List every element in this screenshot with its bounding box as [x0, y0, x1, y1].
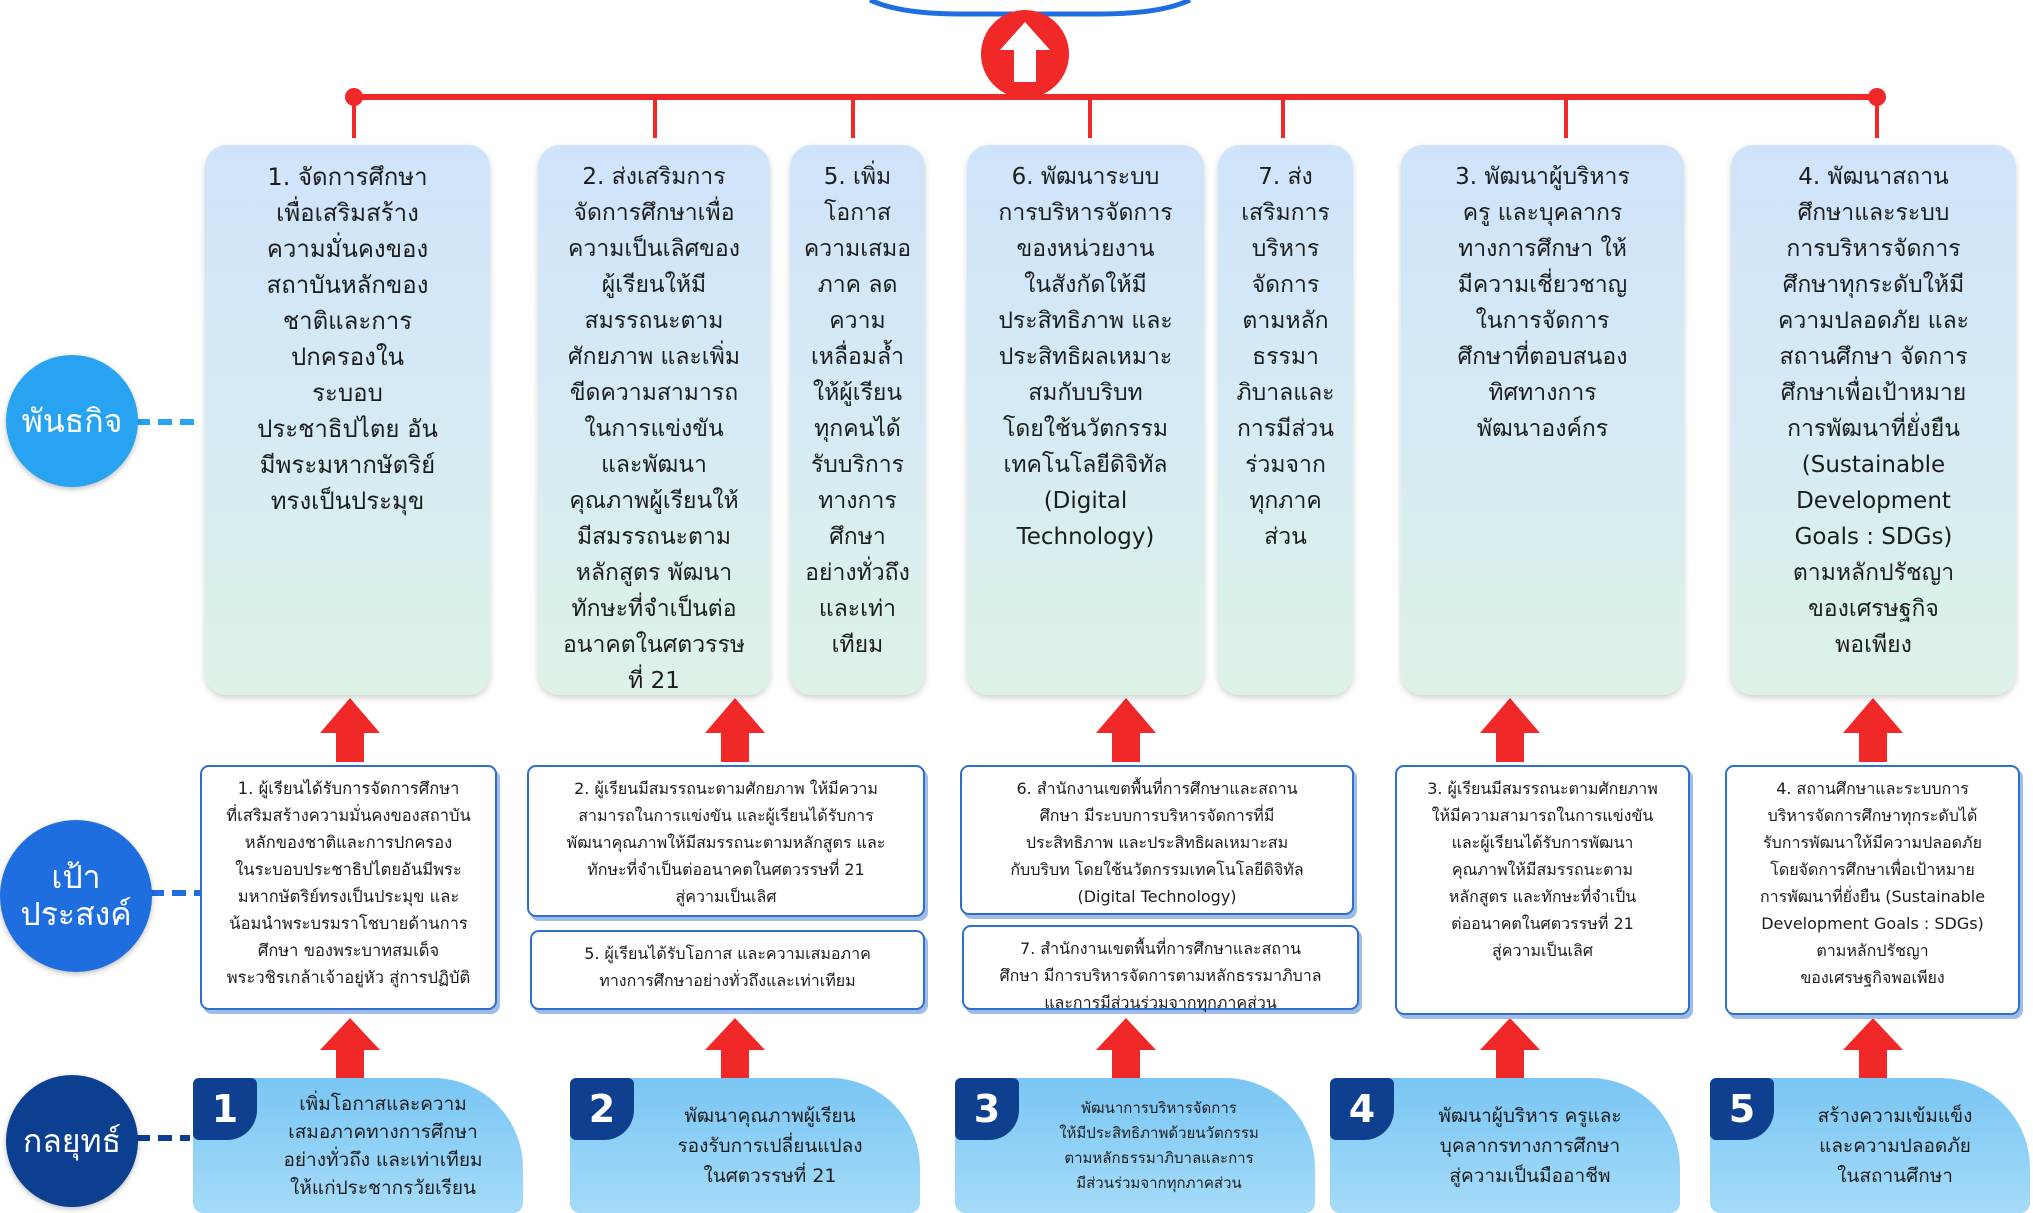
strategy-card: 2 พัฒนาคุณภาพผู้เรียน รองรับการเปลี่ยนแป…	[570, 1078, 920, 1213]
goal-label: เป้า ประสงค์	[20, 858, 132, 933]
strategy-card: 1 เพิ่มโอกาสและความ เสมอภาคทางการศึกษา อ…	[193, 1078, 523, 1213]
strategy-card: 5 สร้างความเข้มแข็ง และความปลอดภัย ในสถา…	[1710, 1078, 2030, 1213]
strategy-number: 5	[1710, 1078, 1774, 1140]
up-arrow-icon	[320, 1018, 1903, 1078]
goal-label-circle: เป้า ประสงค์	[0, 820, 152, 972]
goal-box: 7. สำนักงานเขตพื้นที่การศึกษาและสถาน ศึก…	[962, 925, 1359, 1012]
strategy-label-circle: กลยุทธ์	[6, 1075, 138, 1207]
strategy-text: พัฒนาการบริหารจัดการ ให้มีประสิทธิภาพด้ว…	[1059, 1098, 1259, 1192]
mission-box: 1. จัดการศึกษา เพื่อเสริมสร้าง ความมั่นค…	[205, 145, 490, 695]
mission-label: พันธกิจ	[21, 401, 123, 440]
strategy-number: 4	[1330, 1078, 1394, 1140]
up-arrow-icon	[981, 10, 1069, 98]
up-arrow-icon	[320, 698, 1903, 762]
goal-box: 1. ผู้เรียนได้รับการจัดการศึกษา ที่เสริม…	[200, 765, 497, 1010]
strategy-text: สร้างความเข้มแข็ง และความปลอดภัย ในสถานศ…	[1817, 1104, 1973, 1187]
mission-box: 2. ส่งเสริมการ จัดการศึกษาเพื่อ ความเป็น…	[538, 145, 770, 695]
mission-box: 4. พัฒนาสถาน ศึกษาและระบบ การบริหารจัดกา…	[1731, 145, 2016, 695]
mission-box: 5. เพิ่ม โอกาส ความเสมอ ภาค ลด ความ เหลื…	[790, 145, 925, 695]
strategy-text: เพิ่มโอกาสและความ เสมอภาคทางการศึกษา อย่…	[283, 1092, 483, 1199]
strategy-label: กลยุทธ์	[22, 1121, 122, 1160]
mission-box: 3. พัฒนาผู้บริหาร ครู และบุคลากร ทางการศ…	[1401, 145, 1684, 695]
strategy-number: 2	[570, 1078, 634, 1140]
mission-label-circle: พันธกิจ	[6, 355, 138, 487]
strategy-number: 3	[955, 1078, 1019, 1140]
strategy-number: 1	[193, 1078, 257, 1140]
goal-box: 4. สถานศึกษาและระบบการ บริหารจัดการศึกษา…	[1725, 765, 2020, 1015]
goal-box: 6. สำนักงานเขตพื้นที่การศึกษาและสถาน ศึก…	[960, 765, 1354, 915]
strategy-text: พัฒนาผู้บริหาร ครูและ บุคลากรทางการศึกษา…	[1438, 1104, 1622, 1187]
strategy-card: 4 พัฒนาผู้บริหาร ครูและ บุคลากรทางการศึก…	[1330, 1078, 1680, 1213]
mission-box: 7. ส่ง เสริมการ บริหาร จัดการ ตามหลัก ธร…	[1218, 145, 1353, 695]
mission-box: 6. พัฒนาระบบ การบริหารจัดการ ของหน่วยงาน…	[967, 145, 1204, 695]
goal-box: 2. ผู้เรียนมีสมรรถนะตามศักยภาพ ให้มีความ…	[527, 765, 925, 917]
goal-box: 3. ผู้เรียนมีสมรรถนะตามศักยภาพ ให้มีความ…	[1395, 765, 1690, 1015]
strategy-text: พัฒนาคุณภาพผู้เรียน รองรับการเปลี่ยนแปลง…	[677, 1104, 863, 1187]
goal-box: 5. ผู้เรียนได้รับโอกาส และความเสมอภาค ทา…	[530, 930, 925, 1010]
strategy-card: 3 พัฒนาการบริหารจัดการ ให้มีประสิทธิภาพด…	[955, 1078, 1315, 1213]
